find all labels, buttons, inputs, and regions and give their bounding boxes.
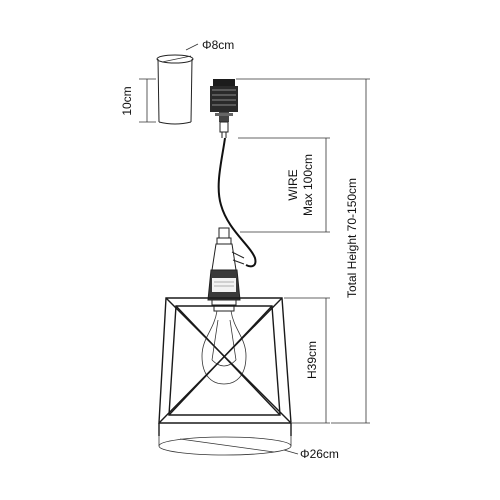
- canopy: [156, 54, 194, 125]
- total-height-label: Total Height 70-150cm: [345, 178, 359, 298]
- lamp-holder: [207, 227, 245, 312]
- wire-length-dimension: WIRE Max 100cm: [238, 137, 330, 233]
- cord-grip: [210, 79, 238, 138]
- canopy-height-label: 10cm: [120, 86, 134, 115]
- wire-max-label: Max 100cm: [301, 154, 315, 216]
- shade-diameter-dimension: Φ26cm: [158, 436, 339, 461]
- edison-bulb: [201, 310, 247, 385]
- canopy-diameter-dimension: Φ8cm: [185, 38, 234, 52]
- canopy-height-dimension: 10cm: [120, 78, 156, 123]
- shade-height-label: H39cm: [305, 341, 319, 379]
- power-cord: [217, 137, 257, 268]
- canopy-diameter-label: Φ8cm: [202, 38, 234, 52]
- wire-title-label: WIRE: [286, 169, 300, 200]
- shade-diameter-label: Φ26cm: [300, 447, 339, 461]
- bulb-filament: [211, 319, 237, 367]
- shade-frame: [158, 297, 292, 436]
- total-height-dimension: Total Height 70-150cm: [236, 78, 370, 424]
- shade-height-dimension: H39cm: [284, 297, 330, 424]
